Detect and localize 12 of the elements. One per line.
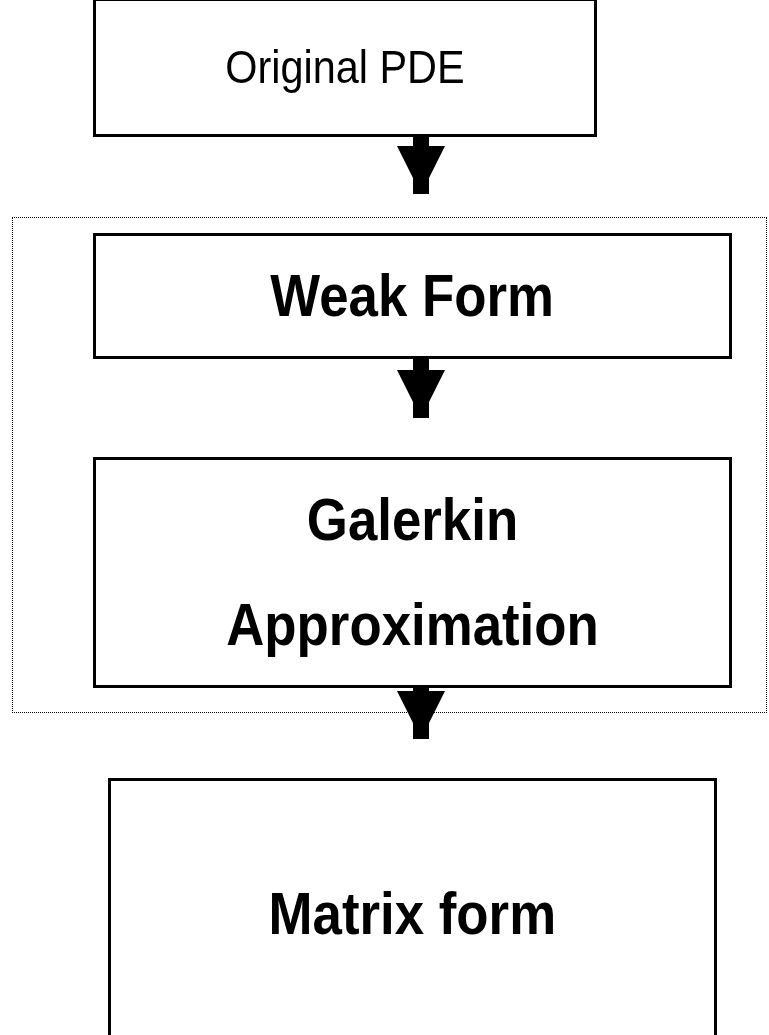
box-label: Original PDE: [225, 42, 465, 93]
process-box: [92, 456, 732, 688]
process-box: [92, 232, 732, 359]
arrow: [397, 137, 445, 194]
dotted-group-box: [12, 217, 767, 713]
arrow: [397, 359, 445, 418]
box-label: Matrix form: [267, 878, 558, 949]
box-label: Galerkin Approximation: [224, 485, 600, 660]
process-box: [93, 0, 597, 137]
arrow: [397, 688, 445, 739]
box-label: Weak Form: [270, 261, 554, 331]
process-box: [108, 778, 717, 1035]
